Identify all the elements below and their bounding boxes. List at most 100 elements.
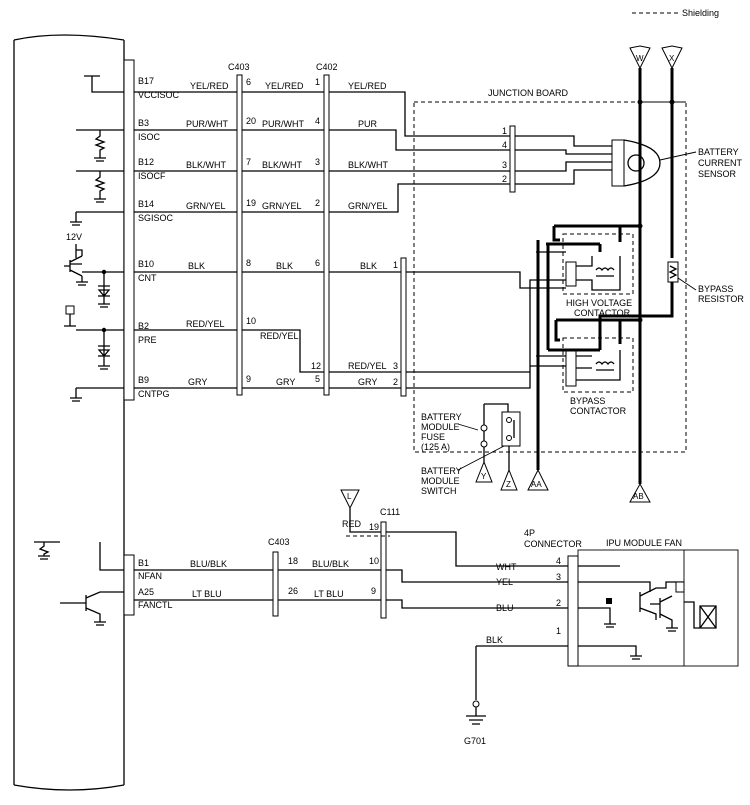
fp-pin-4: 4 (556, 556, 561, 566)
terminal-l: L (347, 492, 352, 501)
fp-connector-label-2: CONNECTOR (524, 539, 582, 549)
ground-g701: G701 (464, 700, 486, 746)
wire-labels-right: YEL/RED PUR BLK/WHT GRN/YEL BLK RED/YEL … (348, 81, 389, 387)
fp-pin-2: 2 (556, 598, 561, 608)
connector-c403: C403 (228, 62, 250, 396)
bypass-contactor-label-1: BYPASS (570, 396, 605, 406)
wire-yel-red-1: YEL/RED (190, 81, 229, 91)
hv-trunk (598, 68, 686, 484)
c402-pin-12: 12 (311, 361, 321, 371)
sensor-pin-4: 4 (502, 140, 507, 150)
junction-board-title: JUNCTION BOARD (488, 88, 569, 98)
wire-gry-3: GRY (358, 377, 377, 387)
c403-pin-19: 19 (246, 198, 256, 208)
contactor-pin-1: 1 (393, 260, 398, 270)
c402-pin-3: 3 (315, 157, 320, 167)
bypass-contactor-label-2: CONTACTOR (570, 406, 627, 416)
wire-labels-left: YEL/RED PUR/WHT BLK/WHT GRN/YEL BLK RED/… (186, 81, 229, 387)
fan-wire-lt-blu-2: LT BLU (314, 589, 344, 599)
c402-pin-labels: 1 4 3 2 6 12 5 (311, 77, 321, 384)
terminal-x: X (669, 54, 675, 63)
pin-cntpg: CNTPG (138, 389, 170, 399)
pin-pre: PRE (138, 335, 157, 345)
wire-blk-3: BLK (360, 261, 377, 271)
sensor-pin-1: 1 (502, 126, 507, 136)
bypass-resistor-label-1: BYPASS (698, 284, 733, 294)
pin-b3: B3 (138, 118, 149, 128)
fan-wire-blu-blk-1: BLU/BLK (190, 559, 227, 569)
terminal-z: Z (506, 480, 511, 489)
wire-blk-1: BLK (188, 261, 205, 271)
fp-pin-3: 3 (556, 572, 561, 582)
wire-pur-3: PUR (358, 119, 378, 129)
current-sensor-label-1: BATTERY (698, 147, 739, 157)
pin-b17: B17 (138, 76, 154, 86)
wire-grn-yel-2: GRN/YEL (262, 201, 302, 211)
fan-wire-blk: BLK (486, 635, 503, 645)
switch-label-3: SWITCH (421, 486, 457, 496)
c111-label: C111 (380, 507, 400, 517)
pin-b9: B9 (138, 375, 149, 385)
wire-yel-red-2: YEL/RED (265, 81, 304, 91)
fan-wire-wht: WHT (496, 562, 517, 572)
terminal-aa: AA (531, 480, 542, 489)
ipu-module-fan-title: IPU MODULE FAN (606, 538, 682, 548)
fan-c403-pin-26: 26 (288, 586, 298, 596)
fan-c403-pin-18: 18 (288, 556, 298, 566)
current-sensor-label-3: SENSOR (698, 169, 737, 179)
c402-pin-2: 2 (315, 198, 320, 208)
voltage-12v: 12V (66, 232, 82, 242)
connector-c402: C402 (316, 62, 338, 396)
fuse-label-2: MODULE (421, 422, 460, 432)
c402-pin-6: 6 (315, 258, 320, 268)
c111-pin-10: 10 (369, 556, 379, 566)
shielding-legend: Shielding (632, 8, 719, 18)
wire-pur-wht-2: PUR/WHT (262, 119, 304, 129)
c111-pin-19: 19 (369, 522, 379, 532)
current-sensor-label-2: CURRENT (698, 158, 743, 168)
contactor-pin-2: 2 (393, 377, 398, 387)
pin-b1: B1 (138, 558, 149, 568)
c402-label: C402 (316, 62, 338, 72)
pin-isocf: ISOCF (138, 171, 166, 181)
terminal-y: Y (481, 472, 487, 481)
fan-circuit: C403 C111 BLU/BLK LT BLU 18 26 BLU/BLK L… (134, 507, 739, 700)
contactor-pin-3: 3 (393, 361, 398, 371)
c402-pin-5: 5 (315, 374, 320, 384)
terminal-ab: AB (633, 492, 644, 501)
fan-wire-blu: BLU (496, 603, 514, 613)
pin-cnt: CNT (138, 273, 157, 283)
pin-fanctl: FANCTL (138, 600, 173, 610)
c403-pin-10: 10 (246, 316, 256, 326)
hv-contactor-label-2: CONTACTOR (574, 308, 631, 318)
c402-pin-1: 1 (315, 77, 320, 87)
terminal-w: W (636, 54, 644, 63)
pin-a25: A25 (138, 587, 154, 597)
wire-blk-wht-2: BLK/WHT (262, 160, 303, 170)
hv-contactor-label-1: HIGH VOLTAGE (566, 298, 632, 308)
pin-b14: B14 (138, 199, 154, 209)
wire-yel-red-3: YEL/RED (348, 81, 387, 91)
pin-b2: B2 (138, 321, 149, 331)
ground-label: G701 (464, 736, 486, 746)
c403-label: C403 (228, 62, 250, 72)
c403-pin-8: 8 (246, 258, 251, 268)
fp-pin-1: 1 (556, 626, 561, 636)
wire-blk-wht-1: BLK/WHT (186, 160, 227, 170)
fuse-label-3: FUSE (421, 432, 445, 442)
c403-pin-6: 6 (246, 77, 251, 87)
bypass-resistor-label-2: RESISTOR (698, 294, 744, 304)
sensor-pin-3: 3 (502, 160, 507, 170)
wire-gry-1: GRY (188, 377, 207, 387)
c403-pin-7: 7 (246, 157, 251, 167)
terminals: W X Y Z AA AB L (340, 45, 683, 510)
c403-pin-labels: 6 20 7 19 8 10 9 (246, 77, 256, 384)
fp-connector-label-1: 4P (524, 528, 535, 538)
wire-blk-2: BLK (276, 261, 293, 271)
switch-label-1: BATTERY (421, 466, 462, 476)
fuse-label-1: BATTERY (421, 412, 462, 422)
c403-pin-9: 9 (246, 374, 251, 384)
c403-lower-label: C403 (268, 537, 290, 547)
wire-red-yel-3: RED/YEL (348, 361, 387, 371)
